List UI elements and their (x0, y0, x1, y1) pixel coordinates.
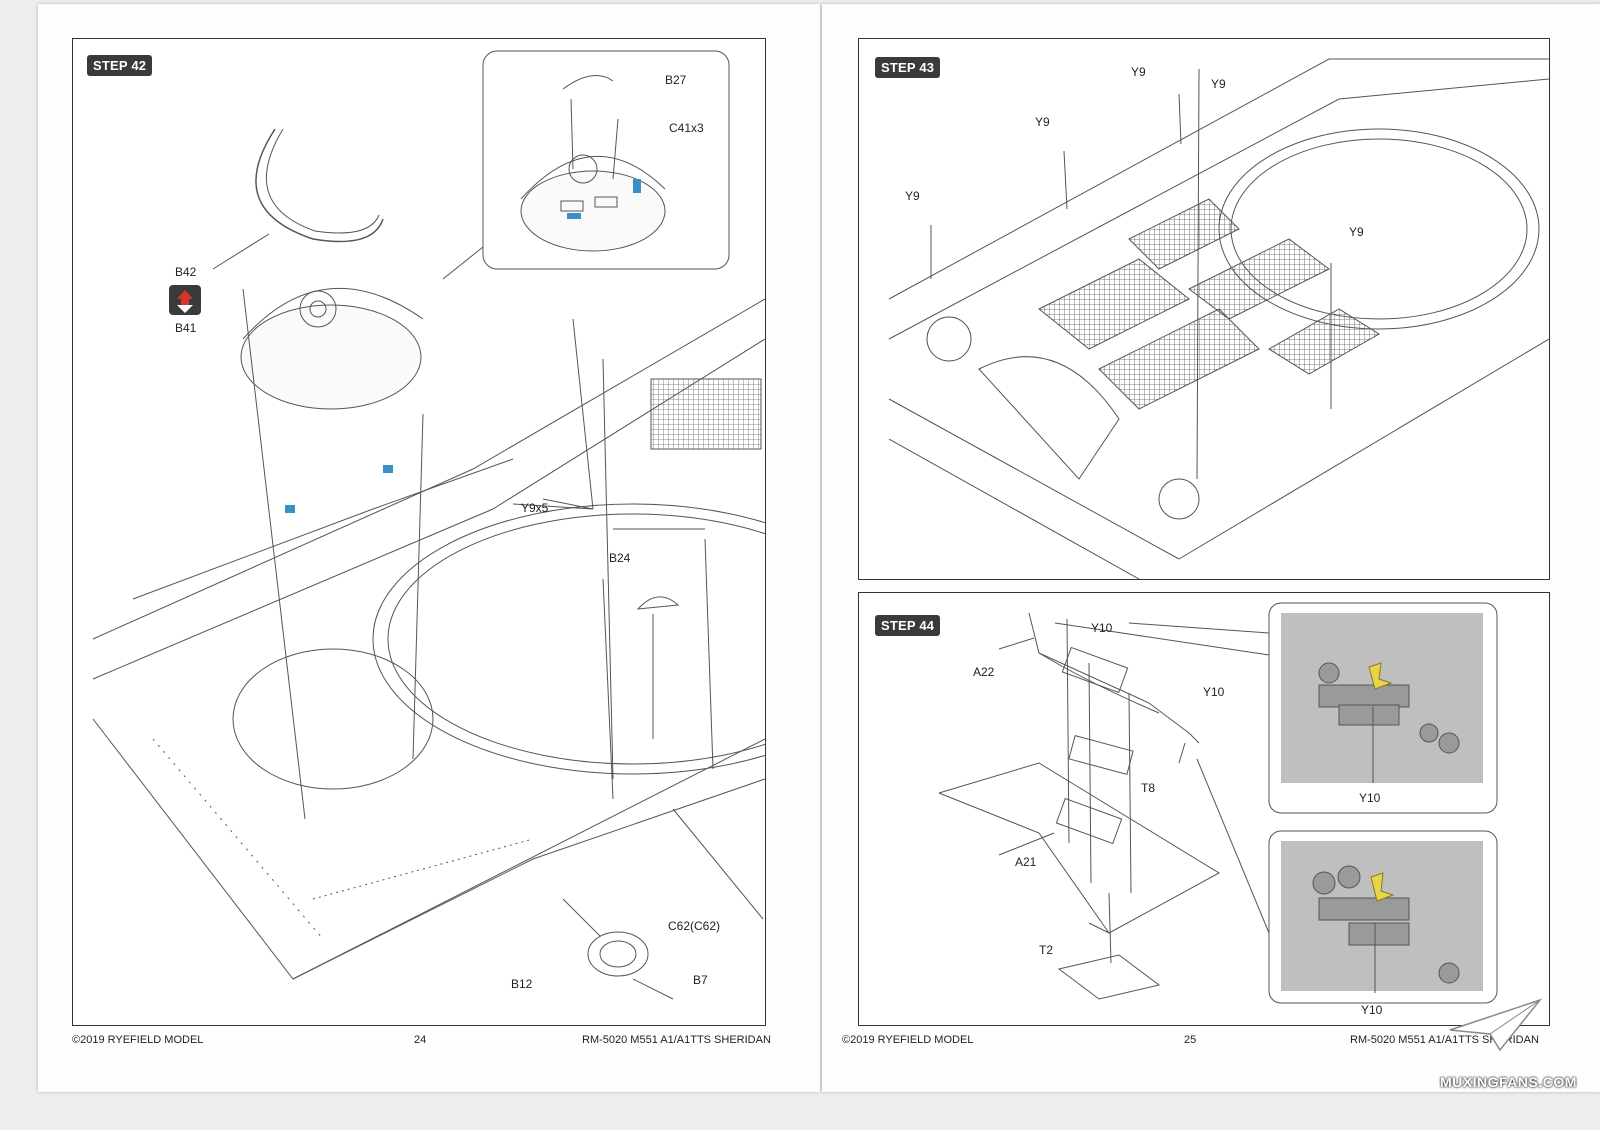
footer-page-number: 24 (414, 1034, 427, 1046)
step-43-diagram (888, 58, 1549, 579)
highlight-blue-a (383, 465, 393, 473)
part-label-t2: T2 (1039, 943, 1054, 957)
part-label-inset1-y10: Y10 (1359, 791, 1381, 805)
part-label-a21: A21 (1015, 855, 1037, 869)
step-43-badge: STEP 43 (875, 57, 941, 78)
part-label-b7: B7 (693, 973, 708, 987)
step-42-diagram (92, 50, 765, 1000)
part-label-y9-c: Y9 (1035, 115, 1050, 129)
part-label-a22: A22 (973, 665, 995, 679)
part-label-t8: T8 (1141, 781, 1156, 795)
part-label-y9-b: Y9 (1211, 77, 1226, 91)
step-44-badge: STEP 44 (875, 615, 941, 636)
part-label-inset2-y10: Y10 (1361, 1003, 1383, 1017)
step-44-diagram (938, 602, 1498, 1004)
step-42-badge: STEP 42 (87, 55, 153, 76)
part-label-b42: B42 (175, 265, 197, 279)
part-label-y10-right: Y10 (1203, 685, 1225, 699)
part-label-y10-top: Y10 (1091, 621, 1113, 635)
step-42-panel: STEP 42 B27 C41x3 B42 B41 Y9x5 B24 C62(C… (72, 38, 766, 1026)
footer-copyright: ©2019 RYEFIELD MODEL (842, 1034, 974, 1046)
step-44-panel: STEP 44 Y10 A22 Y10 T8 A21 T2 Y10 Y10 (858, 592, 1550, 1026)
watermark: MUXINGFANS.COM (1440, 1074, 1577, 1090)
part-label-y9-e: Y9 (1349, 225, 1364, 239)
paper-plane-icon (1449, 998, 1543, 1052)
part-label-c41: C41x3 (669, 121, 704, 135)
footer-page-number: 25 (1184, 1034, 1197, 1046)
part-label-y9-a: Y9 (1131, 65, 1146, 79)
part-label-c62: C62(C62) (668, 919, 721, 933)
highlight-blue-b (285, 505, 295, 513)
part-label-y9x5: Y9x5 (521, 501, 549, 515)
footer-product: RM-5020 M551 A1/A1TTS SHERIDAN (582, 1034, 771, 1046)
rotate-arrow-icon (169, 285, 201, 315)
part-label-b24: B24 (609, 551, 631, 565)
footer-copyright: ©2019 RYEFIELD MODEL (72, 1034, 204, 1046)
step-43-panel: STEP 43 Y9 Y9 Y9 Y9 Y9 (858, 38, 1550, 580)
part-label-y9-d: Y9 (905, 189, 920, 203)
part-label-b12: B12 (511, 977, 533, 991)
left-page: STEP 42 B27 C41x3 B42 B41 Y9x5 B24 C62(C… (38, 4, 820, 1092)
part-label-b41: B41 (175, 321, 197, 335)
part-label-b27: B27 (665, 73, 687, 87)
right-page: STEP 43 Y9 Y9 Y9 Y9 Y9 (822, 4, 1600, 1092)
